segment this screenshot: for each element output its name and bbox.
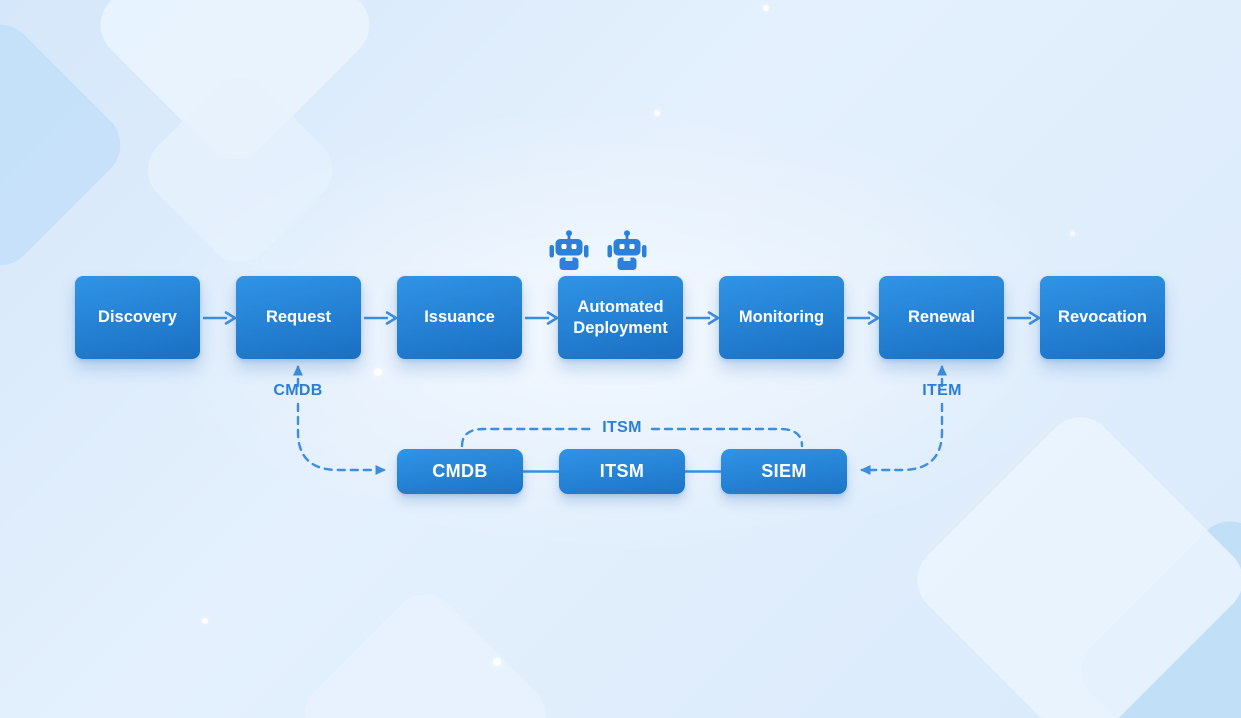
step-label: Monitoring (738, 308, 825, 327)
step-request: Request (236, 276, 361, 359)
renewal-link-label: ITEM (922, 382, 962, 399)
dashed-arrow-into-cmdb (296, 402, 386, 475)
robot-icon (549, 230, 589, 270)
system-cmdb: CMDB (397, 449, 523, 494)
system-label: SIEM (761, 461, 807, 481)
sparkle-dot (202, 618, 208, 624)
step-monitoring: Monitoring (719, 276, 844, 359)
system-siem: SIEM (721, 449, 847, 494)
step-label: Renewal (908, 308, 975, 327)
step-discovery: Discovery (75, 276, 200, 359)
step-revocation: Revocation (1040, 276, 1165, 359)
system-label: ITSM (599, 461, 645, 481)
step-issuance: Issuance (397, 276, 522, 359)
arc-label-itsm: ITSM (602, 419, 642, 436)
step-label: Discovery (98, 308, 177, 327)
step-renewal: Renewal (879, 276, 1004, 359)
dashed-arc-right (650, 427, 804, 448)
sparkle-dot (763, 5, 769, 11)
sparkle-dot (654, 110, 660, 116)
step-automated-deployment: Automated Deployment (558, 276, 683, 359)
request-link-label: CMDB (273, 382, 323, 399)
step-label: Revocation (1058, 308, 1147, 327)
dashed-arrow-into-siem (860, 402, 944, 475)
sparkle-dot (493, 658, 501, 666)
step-label: Issuance (424, 308, 495, 327)
dashed-arc-left (460, 427, 594, 448)
step-label: Automated Deployment (573, 298, 668, 337)
sparkle-dot (374, 368, 382, 376)
robot-icon (607, 230, 647, 270)
sparkle-dot (1070, 231, 1075, 236)
system-label: CMDB (432, 461, 488, 481)
system-itsm: ITSM (559, 449, 685, 494)
step-label: Request (265, 308, 332, 327)
